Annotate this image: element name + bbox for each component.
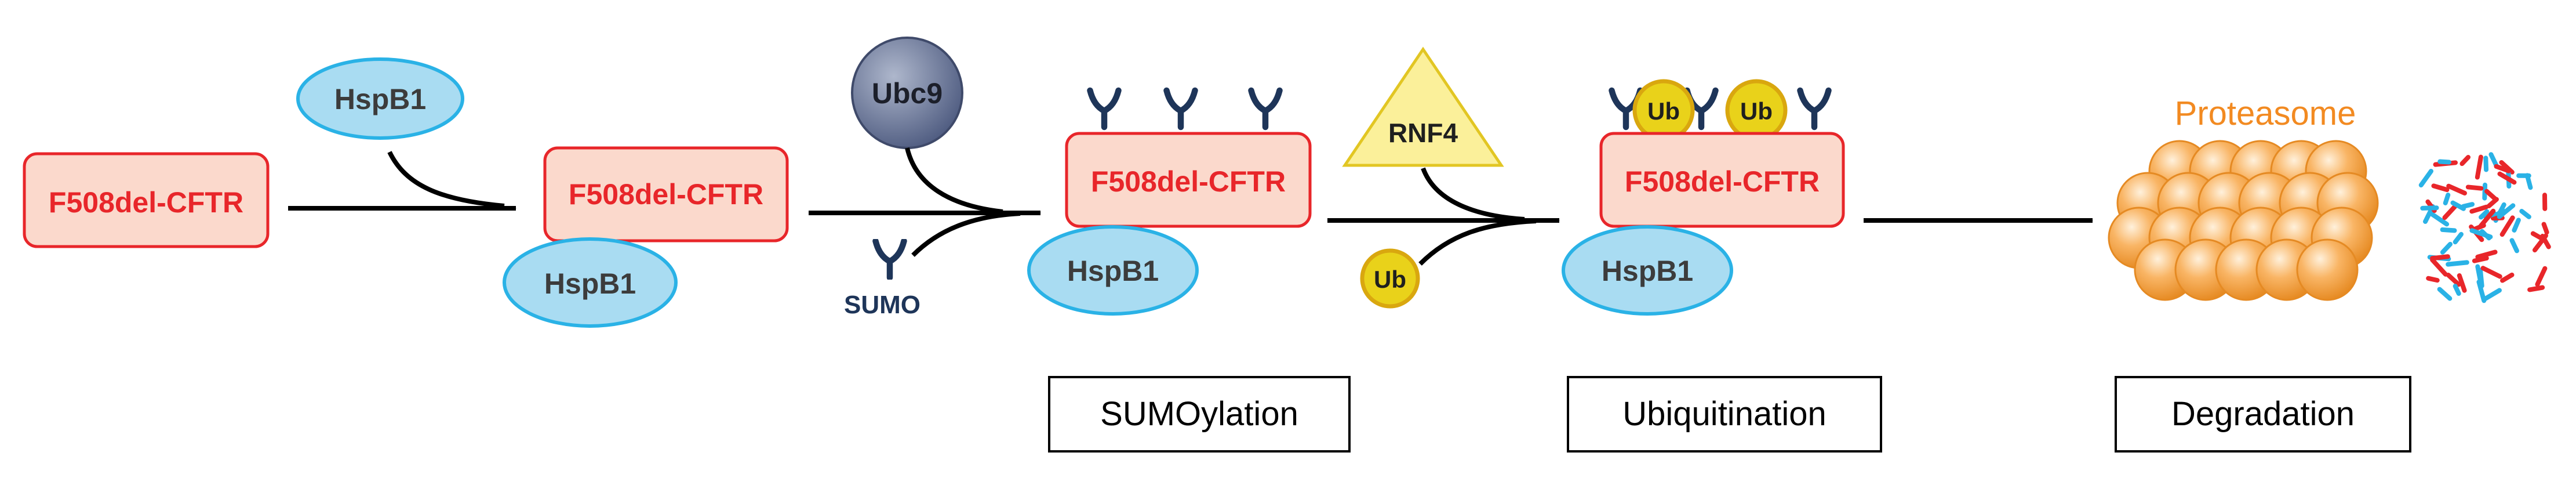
sumo-label: SUMO (844, 291, 920, 319)
ub-circle-free: Ub (1360, 248, 1420, 309)
step-box-ubiquitination: Ubiquitination (1567, 376, 1882, 453)
step-box-sumoylation: SUMOylation (1048, 376, 1351, 453)
degraded-fragments (2418, 152, 2551, 303)
hspb1-label-1: HspB1 (334, 83, 426, 115)
hspb1-label-3: HspB1 (1067, 255, 1159, 287)
sumo-tag-2 (1167, 91, 1195, 127)
rnf4-merge-arrow (1421, 167, 1525, 222)
sumo-tag-6 (1800, 91, 1829, 127)
cftr-box-3: F508del-CFTR (1065, 132, 1312, 228)
step-label-sumoylation: SUMOylation (1100, 395, 1298, 433)
ubc9-circle: Ubc9 (851, 37, 963, 149)
hspb1-ellipse-2: HspB1 (503, 237, 678, 328)
cftr-box-1: F508del-CFTR (23, 152, 270, 248)
cftr-label-2: F508del-CFTR (569, 178, 763, 211)
ub-merge-arrow (1418, 219, 1537, 266)
hspb1-ellipse-3: HspB1 (1027, 225, 1199, 316)
hspb1-label-2: HspB1 (544, 267, 636, 300)
step-box-degradation: Degradation (2115, 376, 2411, 453)
cftr-label-4: F508del-CFTR (1625, 165, 1820, 198)
cftr-label-1: F508del-CFTR (49, 186, 243, 219)
ub-circle-attached-2: Ub (1725, 79, 1788, 142)
hspb1-ellipse-1: HspB1 (296, 57, 464, 140)
ub-circle-attached-1: Ub (1632, 79, 1695, 142)
hspb1-ellipse-4: HspB1 (1562, 225, 1733, 316)
sumo-tag-3 (1251, 91, 1280, 127)
cftr-box-4: F508del-CFTR (1599, 132, 1845, 228)
ubc9-label: Ubc9 (872, 77, 943, 110)
hspb1-label-4: HspB1 (1602, 255, 1693, 287)
ubc9-merge-arrow (905, 147, 1003, 214)
proteasome-label: Proteasome (2175, 95, 2356, 132)
rnf4-label: RNF4 (1388, 118, 1458, 148)
ub-label-attached-2: Ub (1740, 97, 1773, 125)
rnf4-triangle: RNF4 (1342, 46, 1504, 167)
binding-arrow-1 (387, 151, 505, 208)
cftr-box-2: F508del-CFTR (543, 146, 789, 242)
step-label-ubiquitination: Ubiquitination (1622, 395, 1826, 433)
proteasome-icon (2108, 140, 2379, 301)
sumo-tag-1 (1090, 91, 1119, 127)
ub-label-free: Ub (1374, 266, 1406, 293)
step-label-degradation: Degradation (2171, 395, 2355, 433)
sumo-icon (876, 241, 904, 278)
sumo-merge-arrow (911, 211, 1021, 257)
ub-label-attached-1: Ub (1647, 97, 1680, 125)
cftr-label-3: F508del-CFTR (1091, 165, 1286, 198)
